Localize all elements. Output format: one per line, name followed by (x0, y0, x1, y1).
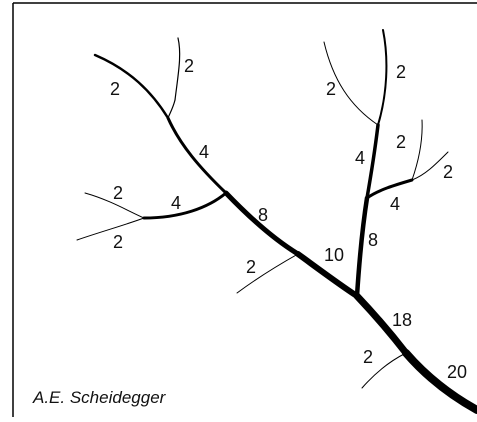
stream-label: 4 (355, 148, 365, 168)
stream-order-4 (168, 118, 226, 193)
stream-label: 18 (392, 310, 412, 330)
stream-label: 2 (396, 62, 406, 82)
stream-order-2 (412, 120, 422, 180)
author-credit: A.E. Scheidegger (32, 388, 167, 407)
stream-order-2 (175, 38, 180, 100)
stream-order-4 (144, 193, 226, 218)
stream-label: 2 (363, 347, 373, 367)
stream-label: 2 (443, 162, 453, 182)
stream-label: 20 (447, 362, 467, 382)
stream-label: 2 (396, 132, 406, 152)
stream-label: 2 (184, 56, 194, 76)
stream-label: 8 (258, 205, 268, 225)
stream-label: 2 (113, 232, 123, 252)
stream-label: 2 (326, 79, 336, 99)
stream-label: 8 (368, 230, 378, 250)
stream-order-2 (378, 30, 386, 125)
stream-order-2 (168, 100, 175, 118)
stream-label: 4 (199, 142, 209, 162)
stream-label: 4 (171, 193, 181, 213)
stream-label: 2 (110, 79, 120, 99)
stream-label: 2 (113, 183, 123, 203)
stream-label: 4 (390, 194, 400, 214)
stream-order-2 (95, 55, 168, 118)
stream-label: 10 (324, 245, 344, 265)
stream-order-8 (357, 198, 367, 296)
stream-label: 2 (246, 257, 256, 277)
stream-order-2 (77, 218, 144, 240)
stream-order-4 (367, 125, 378, 198)
